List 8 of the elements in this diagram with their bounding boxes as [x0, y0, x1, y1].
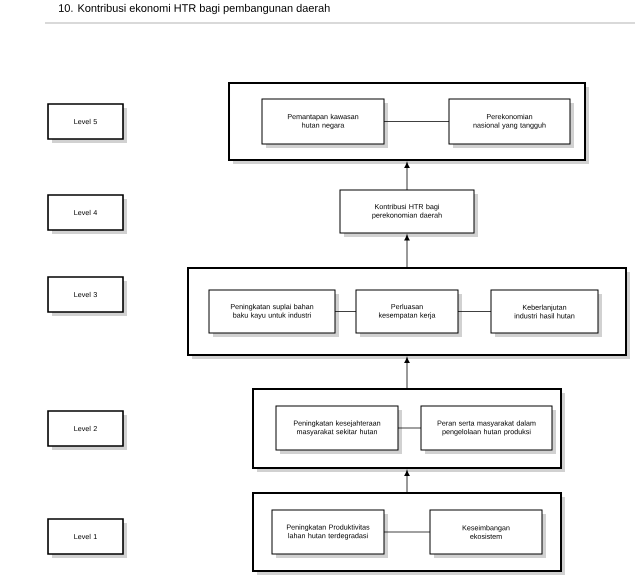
- connector-line: [335, 311, 356, 312]
- connector-line: [384, 121, 449, 122]
- arrow: [404, 470, 410, 492]
- heading: 10. Kontribusi ekonomi HTR bagi pembangunan daerah: [59, 4, 330, 14]
- arrow: [404, 162, 410, 190]
- connector-line: [458, 311, 491, 312]
- arrow: [404, 234, 410, 268]
- arrow: [404, 357, 410, 388]
